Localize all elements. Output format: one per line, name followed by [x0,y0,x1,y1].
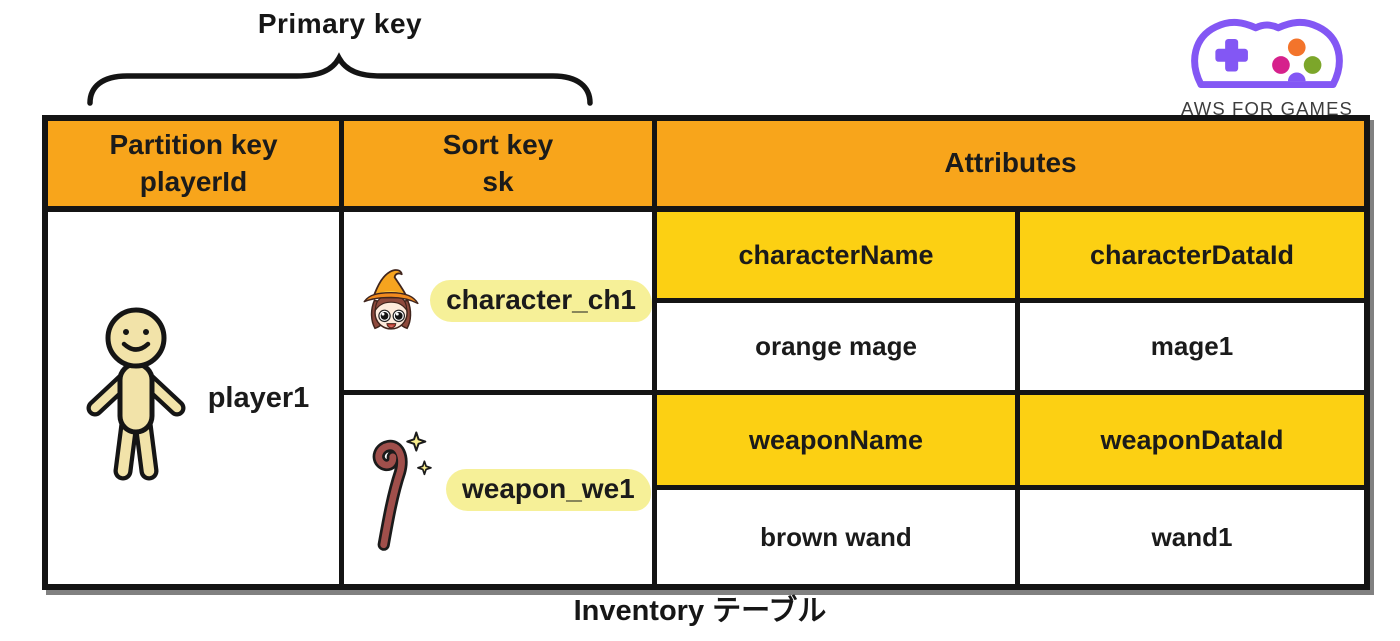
attr-name-weaponName: weaponName [657,395,1020,490]
header-attributes-label: Attributes [944,147,1077,179]
sort-cell-weapon: weapon_we1 [344,395,657,584]
header-partition-key-line2: playerId [139,165,248,197]
attr-value-weaponName: brown wand [657,490,1020,584]
attr-value-weaponDataId: wand1 [1020,490,1364,584]
sort-cell-character: character_ch1 [344,212,657,395]
header-partition-key: Partition key playerId [48,121,344,212]
partition-value: player1 [207,381,310,414]
header-sort-key-line1: Sort key [442,129,554,161]
curly-brace [87,52,593,106]
aws-for-games-logo: AWS FOR GAMES [1178,12,1356,120]
mage-icon [363,269,419,330]
sort-key-weapon: weapon_we1 [446,468,651,511]
attr-name-weaponDataId: weaponDataId [1020,395,1364,490]
header-sort-key-line2: sk [482,165,514,197]
sort-key-character: character_ch1 [430,280,652,322]
attr-name-characterName: characterName [657,212,1020,303]
header-sort-key: Sort key sk [344,121,657,212]
header-partition-key-line1: Partition key [109,129,278,161]
inventory-table: Partition key playerId Sort key sk Attri… [42,115,1370,590]
wand-icon [372,431,432,551]
table-caption: Inventory テーブル [573,595,827,627]
partition-cell-player: player1 [48,212,344,584]
attr-value-characterName: orange mage [657,303,1020,395]
primary-key-label: Primary key [257,8,423,39]
header-attributes: Attributes [657,121,1364,212]
logo-text: AWS FOR GAMES [1181,98,1353,119]
attr-value-characterDataId: mage1 [1020,303,1364,395]
attr-name-characterDataId: characterDataId [1020,212,1364,303]
game-controller-icon [1191,18,1343,89]
person-icon [86,307,186,481]
